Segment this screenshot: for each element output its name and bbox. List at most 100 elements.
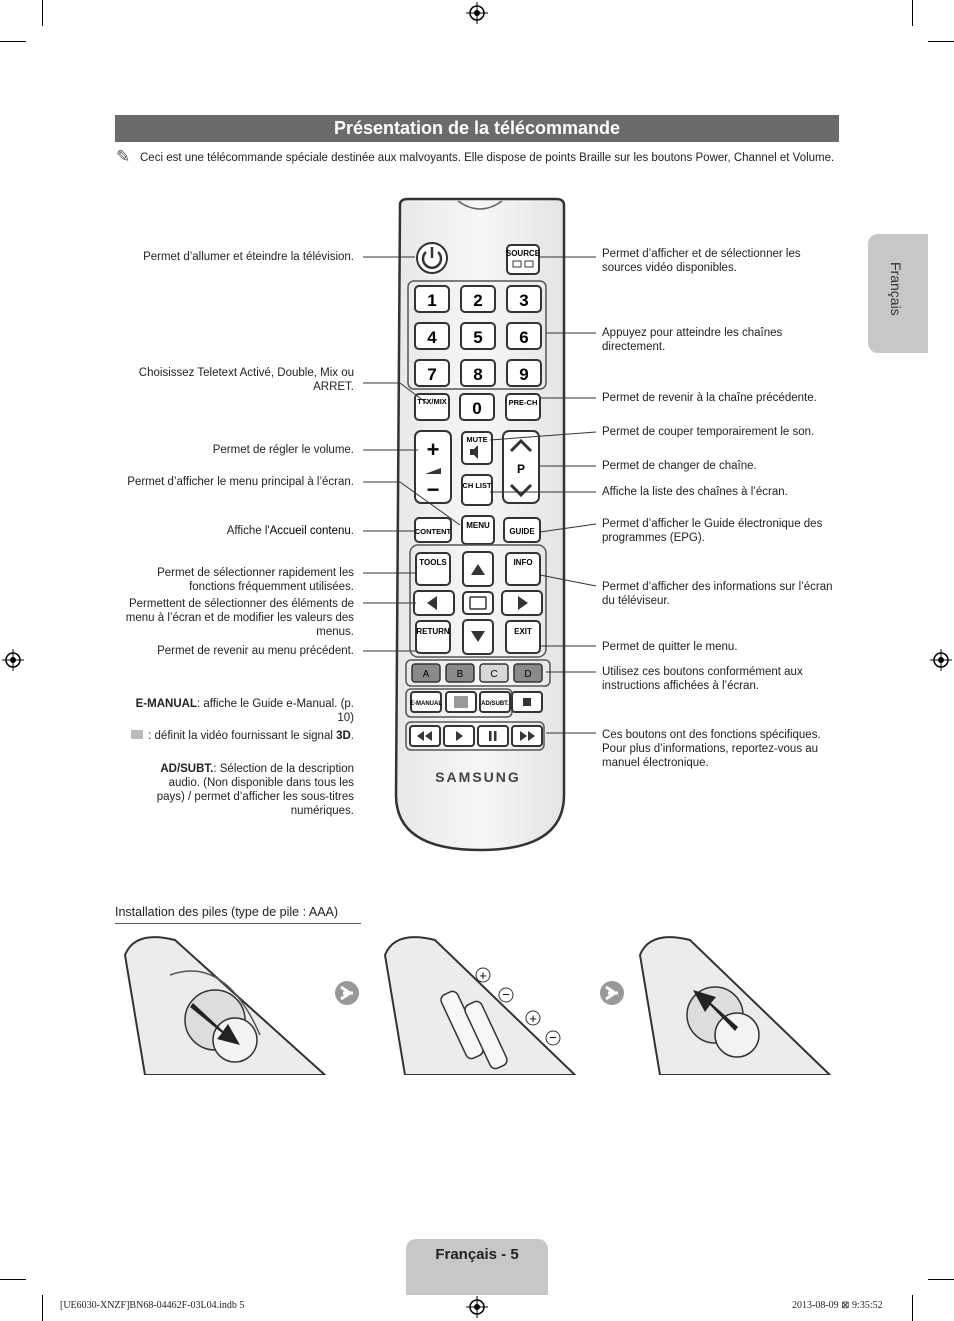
color-key-label: D	[524, 669, 531, 680]
battery-illustrations: + − + −	[123, 936, 832, 1075]
label-channel: Permet de changer de chaîne.	[602, 460, 757, 472]
menu-button[interactable]	[461, 515, 495, 545]
registration-mark-icon	[466, 1296, 488, 1318]
source-label: SOURCE	[506, 249, 541, 258]
label-content-bold: Accueil contenu	[269, 525, 351, 537]
color-key-label: A	[423, 669, 430, 680]
color-key-d[interactable]	[513, 663, 543, 683]
key-3[interactable]	[506, 285, 542, 313]
exit-label: EXIT	[514, 627, 532, 636]
e-manual-button[interactable]	[410, 691, 442, 713]
label-color-buttons: Utilisez ces boutons conformément aux in…	[602, 666, 803, 692]
ch-list-label: CH LIST	[462, 481, 492, 490]
exit-button[interactable]	[505, 620, 541, 654]
key-2[interactable]	[460, 285, 496, 313]
ch-list-button[interactable]	[461, 474, 493, 506]
label-numbers: Appuyez pour atteindre les chaînes direc…	[602, 327, 783, 353]
color-key-label: C	[490, 669, 497, 680]
color-key-label: B	[457, 669, 464, 680]
key-8[interactable]	[460, 359, 496, 387]
guide-label: GUIDE	[509, 527, 535, 536]
ad-subt-button[interactable]	[479, 691, 511, 713]
key-6[interactable]	[506, 322, 542, 350]
page-number: Français - 5	[435, 1246, 519, 1263]
language-side-tab: Français	[868, 234, 928, 353]
mute-label: MUTE	[466, 435, 487, 444]
label-ttx: Choisissez Teletext Activé, Double, Mix …	[138, 367, 354, 393]
guide-button[interactable]	[503, 517, 541, 543]
label-tools: Permet de sélectionner rapidement les fo…	[157, 567, 354, 593]
label-volume: Permet de régler le volume.	[212, 444, 354, 456]
key-0-label: 0	[472, 399, 481, 418]
ttx-label: TTX/MIX	[417, 397, 447, 406]
key-4-label: 4	[427, 328, 437, 347]
tools-button[interactable]	[415, 552, 451, 586]
registration-mark-icon	[2, 649, 24, 671]
key-5[interactable]	[460, 322, 496, 350]
key-4[interactable]	[414, 322, 450, 350]
label-menu: Permet d’afficher le menu principal à l’…	[127, 476, 354, 488]
label-media-buttons: Ces boutons ont des fonctions spécifique…	[602, 729, 821, 769]
label-3d: : définit la vidéo fournissant le signal…	[130, 729, 354, 743]
key-7[interactable]	[414, 359, 450, 387]
ad-subt-label: AD/SUBT.	[481, 701, 509, 707]
svg-text:−: −	[502, 987, 510, 1002]
label-e-manual-text: : affiche le Guide e-Manual. (p. 10)	[196, 698, 354, 724]
label-guide: Permet d’afficher le Guide électronique …	[602, 518, 823, 544]
pause-button[interactable]	[477, 725, 509, 747]
key-1[interactable]	[414, 285, 450, 313]
label-e-manual-bold: E-MANUAL	[135, 698, 197, 710]
return-label: RETURN	[416, 627, 450, 636]
label-mute: Permet de couper temporairement le son.	[602, 426, 815, 438]
crop-mark	[928, 41, 954, 42]
battery-step-3	[638, 936, 832, 1075]
crop-mark	[42, 0, 43, 26]
page-title: Présentation de la télécommande	[115, 115, 839, 142]
section-divider	[115, 923, 361, 924]
info-button[interactable]	[505, 552, 541, 586]
intro-note: Ceci est une télécommande spéciale desti…	[140, 152, 835, 164]
print-info-left: [UE6030-XNZF]BN68-04462F-03L04.indb 5	[60, 1300, 245, 1311]
color-key-b[interactable]	[445, 663, 475, 683]
content-label: CONTENT	[415, 527, 452, 536]
tools-label: TOOLS	[419, 558, 447, 567]
return-button[interactable]	[415, 620, 451, 654]
key-8-label: 8	[473, 365, 482, 384]
battery-step-1	[123, 936, 327, 1075]
key-0[interactable]	[459, 393, 495, 421]
svg-text:−: −	[549, 1030, 557, 1045]
label-3d-end: .	[350, 730, 354, 742]
content-button[interactable]	[414, 517, 452, 543]
key-5-label: 5	[473, 328, 482, 347]
crop-mark	[912, 1295, 913, 1321]
label-content-post: .	[350, 525, 354, 537]
key-6-label: 6	[519, 328, 528, 347]
volume-rocker[interactable]	[414, 430, 452, 504]
label-ch-list: Affiche la liste des chaînes à l’écran.	[602, 486, 788, 498]
label-source: Permet d’afficher et de sélectionner les…	[602, 248, 801, 274]
label-pre-ch: Permet de revenir à la chaîne précédente…	[602, 392, 817, 404]
pre-ch-label: PRE-CH	[509, 398, 538, 407]
crop-mark	[928, 1279, 954, 1280]
color-key-a[interactable]	[411, 663, 441, 683]
label-content-pre: Affiche l'	[226, 525, 270, 537]
registration-mark-icon	[930, 649, 952, 671]
menu-label: MENU	[466, 521, 490, 530]
svg-text:+: +	[479, 968, 487, 983]
crop-mark	[0, 41, 26, 42]
note-pencil-icon: ✎	[116, 147, 131, 166]
print-info-right: 2013-08-09 ⊠ 9:35:52	[792, 1300, 883, 1311]
key-1-label: 1	[427, 291, 436, 310]
label-3d-text: : définit la vidéo fournissant le signal	[144, 730, 337, 742]
crop-mark	[42, 1295, 43, 1321]
battery-section-title: Installation des piles (type de pile : A…	[115, 905, 339, 919]
page-number-tab: Français - 5	[406, 1239, 548, 1295]
label-power: Permet d’allumer et éteindre la télévisi…	[143, 251, 354, 263]
label-ad-subt-text: : Sélection de la description audio. (No…	[156, 763, 354, 817]
color-key-c[interactable]	[479, 663, 509, 683]
key-9[interactable]	[506, 359, 542, 387]
label-content: Affiche l'Accueil contenu.	[120, 524, 354, 538]
battery-step-2: + − + −	[383, 936, 577, 1075]
pre-ch-button[interactable]	[505, 393, 541, 421]
